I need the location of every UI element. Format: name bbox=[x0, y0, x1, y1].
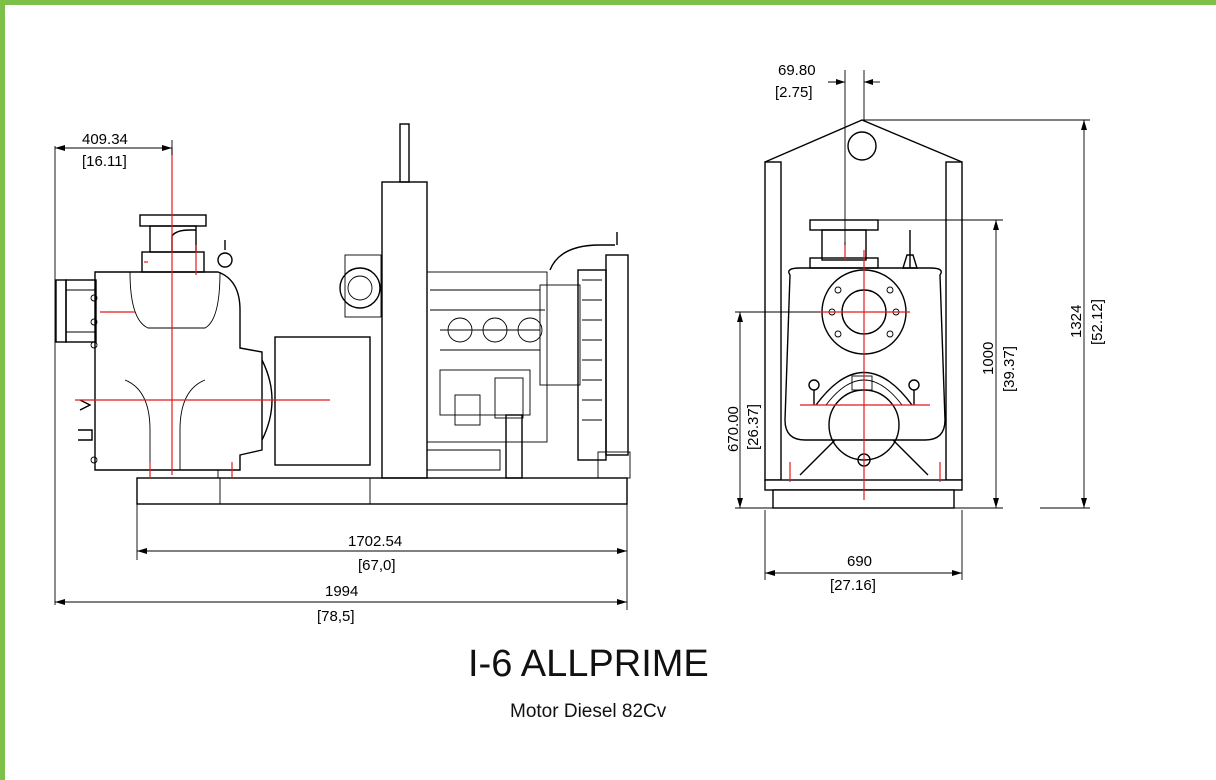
dim-suction-height-inch: [26.37] bbox=[745, 404, 762, 450]
coupling-guard bbox=[274, 336, 371, 466]
dim-discharge-offset-inch: [2.75] bbox=[775, 84, 813, 101]
dim-overall-length-inch: [78,5] bbox=[317, 608, 355, 625]
side-view: 409.34 [16.11] 1702.54 [67,0] 1994 [78,5… bbox=[54, 123, 631, 625]
pump-casing bbox=[55, 214, 273, 471]
dim-discharge-offset-mm: 69.80 bbox=[778, 62, 816, 79]
diesel-engine bbox=[339, 123, 631, 479]
dim-base-length-mm: 1702.54 bbox=[348, 533, 402, 550]
drawing-subtitle: Motor Diesel 82Cv bbox=[510, 701, 667, 722]
dim-discharge-height-mm: 1000 bbox=[980, 342, 997, 375]
dim-base-length-inch: [67,0] bbox=[358, 557, 396, 574]
dim-overall-length-mm: 1994 bbox=[325, 583, 358, 600]
dim-suction-offset-inch: [16.11] bbox=[82, 153, 127, 170]
dim-discharge-height-inch: [39.37] bbox=[1001, 346, 1018, 392]
pump-front bbox=[784, 219, 946, 476]
dim-base-width-mm: 690 bbox=[847, 553, 872, 570]
dim-base-width-inch: [27.16] bbox=[830, 577, 876, 594]
base-skid bbox=[136, 477, 628, 505]
dim-overall-height-mm: 1324 bbox=[1068, 305, 1085, 338]
dim-suction-offset-mm: 409.34 bbox=[82, 131, 128, 148]
drawing-title: I-6 ALLPRIME bbox=[468, 643, 709, 685]
dim-suction-height-mm: 670.00 bbox=[725, 406, 742, 452]
dim-overall-height-inch: [52.12] bbox=[1089, 299, 1106, 345]
lifting-frame bbox=[764, 119, 963, 163]
front-view: 69.80 [2.75] 670.00 [26.37] 1000 [39.37]… bbox=[725, 62, 1106, 594]
